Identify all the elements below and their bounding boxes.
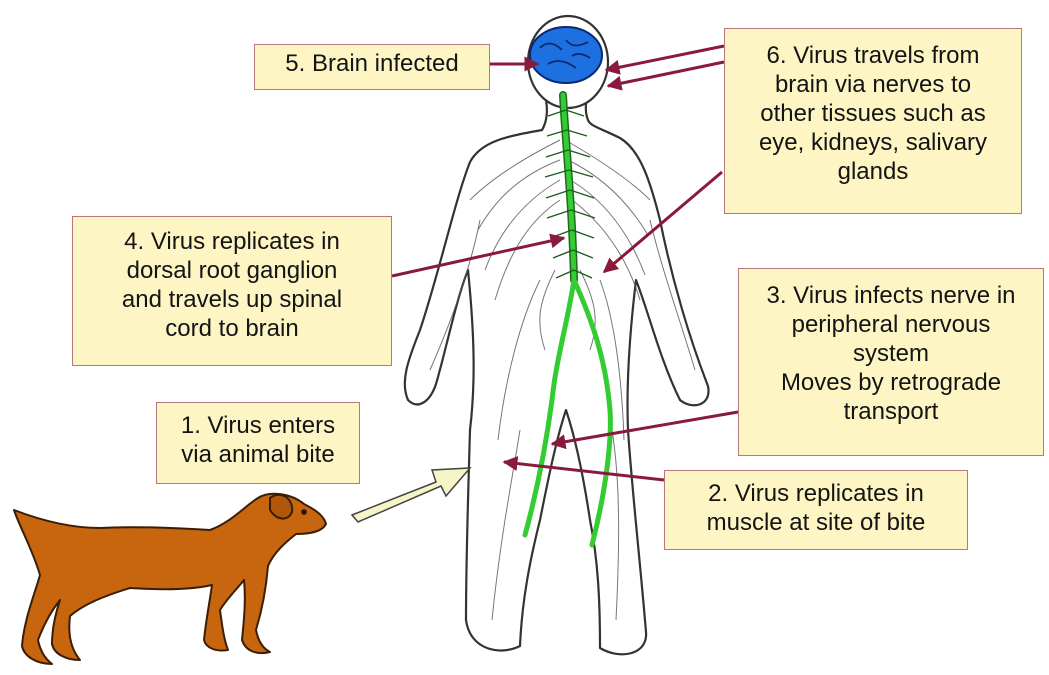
label-line: Moves by retrograde	[745, 368, 1037, 397]
label-line: dorsal root ganglion	[79, 256, 385, 285]
label-line: 4. Virus replicates in	[79, 227, 385, 256]
label-enters-bite: 1. Virus enters via animal bite	[156, 402, 360, 484]
label-line: other tissues such as	[731, 99, 1015, 128]
label-brain-infected: 5. Brain infected	[254, 44, 490, 90]
label-line: 1. Virus enters	[163, 411, 353, 440]
label-line: 6. Virus travels from	[731, 41, 1015, 70]
entry-arrow	[352, 468, 470, 522]
label-line: muscle at site of bite	[671, 508, 961, 537]
label-line: and travels up spinal	[79, 285, 385, 314]
label-line: 3. Virus infects nerve in	[745, 281, 1037, 310]
label-line: via animal bite	[163, 440, 353, 469]
label-line: eye, kidneys, salivary	[731, 128, 1015, 157]
brain-icon	[530, 27, 602, 83]
label-line: system	[745, 339, 1037, 368]
label-line: brain via nerves to	[731, 70, 1015, 99]
label-infects-nerve: 3. Virus infects nerve in peripheral ner…	[738, 268, 1044, 456]
label-line: transport	[745, 397, 1037, 426]
dog-icon	[14, 494, 326, 664]
label-line: glands	[731, 157, 1015, 186]
label-replicates-drg: 4. Virus replicates in dorsal root gangl…	[72, 216, 392, 366]
label-travels-from-brain: 6. Virus travels from brain via nerves t…	[724, 28, 1022, 214]
label-line: 2. Virus replicates in	[671, 479, 961, 508]
label-replicates-muscle: 2. Virus replicates in muscle at site of…	[664, 470, 968, 550]
label-brain-infected-text: 5. Brain infected	[261, 49, 483, 78]
label-line: cord to brain	[79, 314, 385, 343]
label-line: peripheral nervous	[745, 310, 1037, 339]
